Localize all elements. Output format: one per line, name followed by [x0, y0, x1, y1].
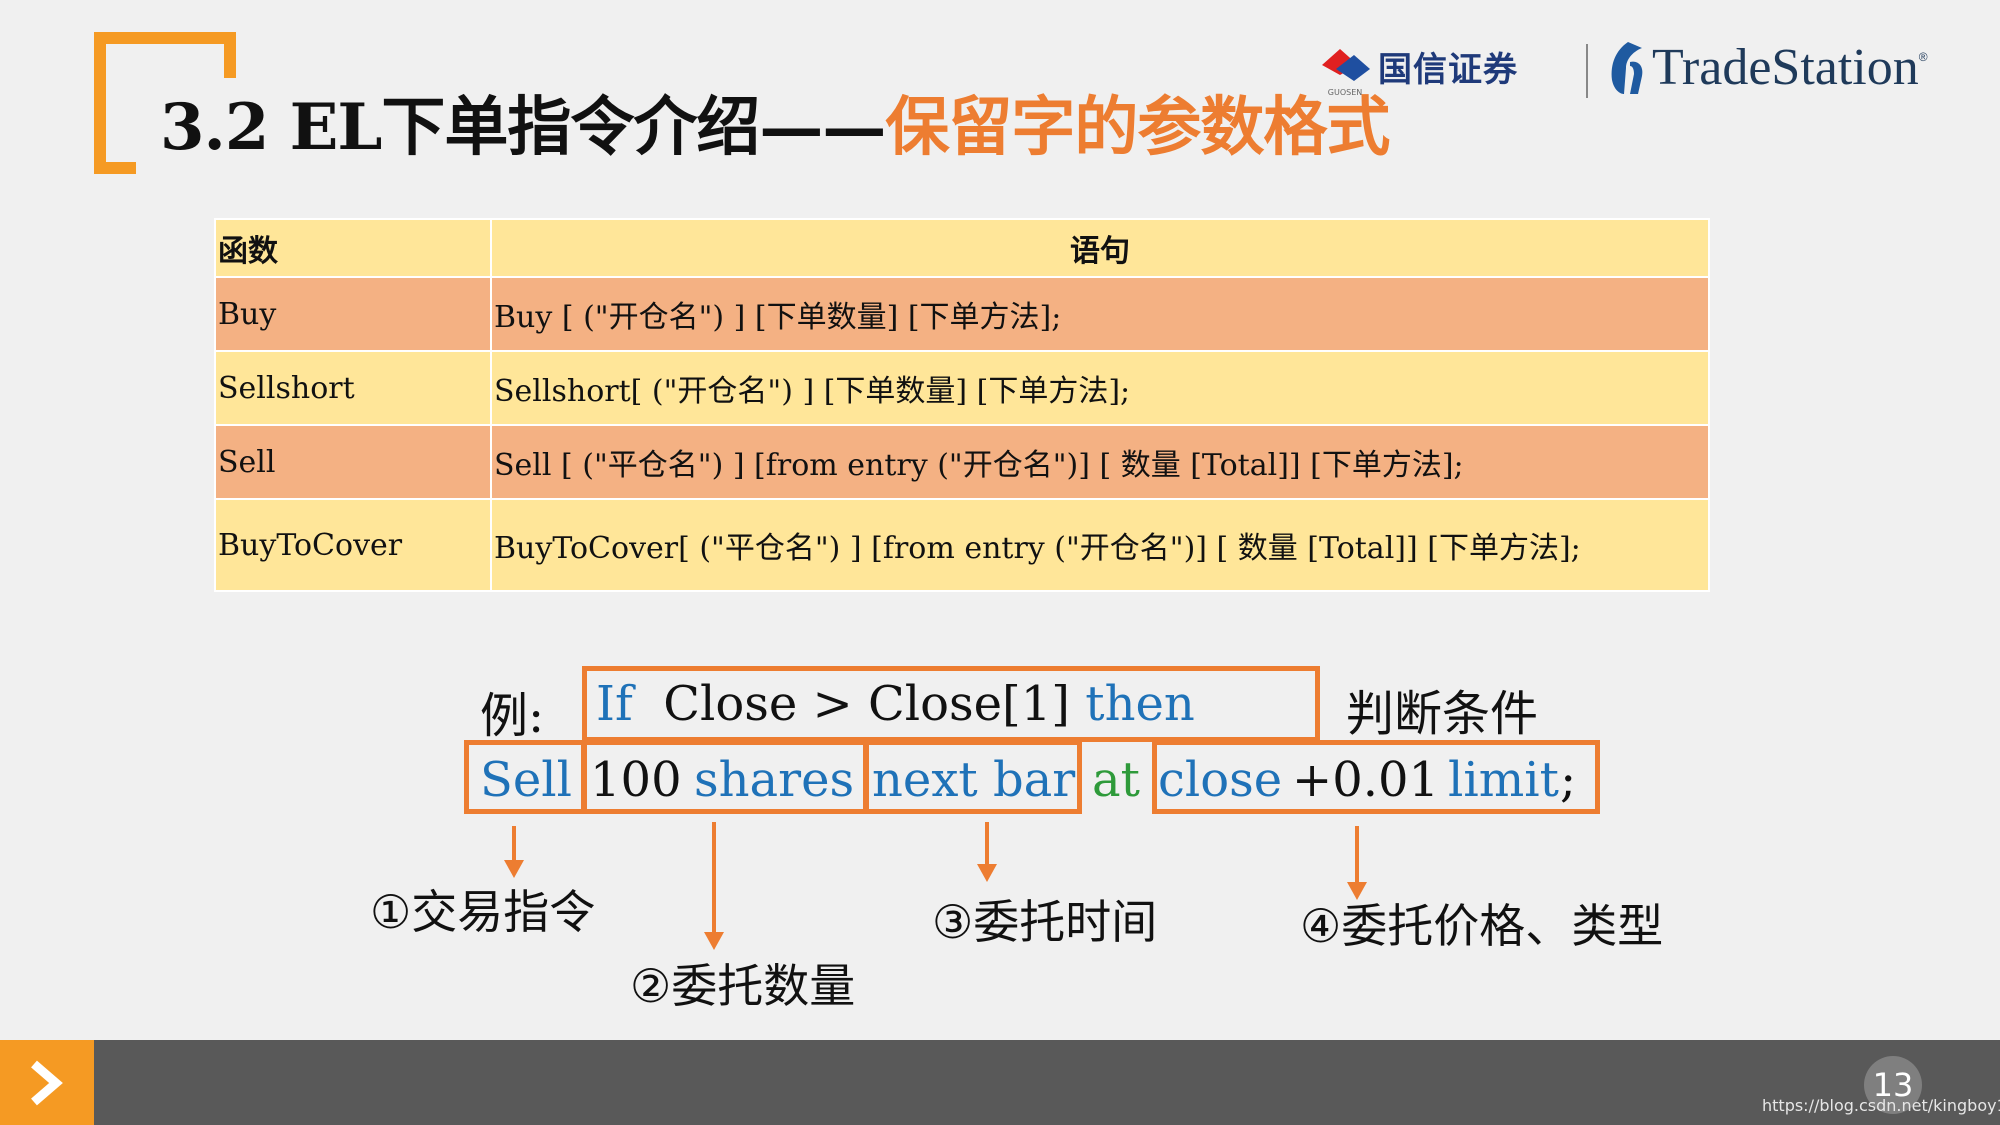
- example-label: 例:: [480, 688, 545, 744]
- table-row: Sell Sell [ ("平仓名") ] [from entry ("开仓名"…: [214, 424, 1710, 500]
- syntax-table: 函数 语句 Buy Buy [ ("开仓名") ] [下单数量] [下单方法];…: [214, 218, 1710, 592]
- table-header-row: 函数 语句: [214, 218, 1710, 278]
- guosen-logo-text: 国信证券: [1378, 50, 1518, 90]
- keyword-close: close: [1158, 752, 1283, 808]
- condition-box: [582, 666, 1320, 742]
- order-price-box: [1152, 740, 1600, 814]
- keyword-shares: shares: [694, 752, 855, 808]
- slide-title-highlight: 保留字的参数格式: [885, 90, 1390, 165]
- table-cell-statement: BuyToCover[ ("平仓名") ] [from entry ("开仓名"…: [490, 498, 1710, 592]
- logo-area: 国信证券 GUOSEN TradeStation®: [1318, 36, 1958, 104]
- condition-expression: Close > Close[1]: [663, 676, 1071, 732]
- table-cell-function: Sellshort: [214, 350, 492, 426]
- statement-terminator: ;: [1560, 752, 1577, 808]
- tradestation-logo: TradeStation®: [1608, 38, 1928, 97]
- title-bracket-bottom: [94, 162, 136, 174]
- table-cell-statement: Sellshort[ ("开仓名") ] [下单数量] [下单方法];: [490, 350, 1710, 426]
- table-cell-statement: Sell [ ("平仓名") ] [from entry ("开仓名")] [ …: [490, 424, 1710, 500]
- arrow-down-icon: [704, 932, 724, 950]
- table-header-function: 函数: [214, 218, 492, 278]
- title-bracket-top: [94, 32, 236, 44]
- guosen-logo: 国信证券 GUOSEN: [1318, 42, 1518, 97]
- keyword-then: then: [1085, 676, 1195, 732]
- slide-title-main: 3.2 EL下单指令介绍——: [160, 90, 886, 165]
- guosen-logo-icon: [1322, 48, 1370, 81]
- chevron-right-icon: [31, 1060, 63, 1106]
- order-quantity-value: 100: [590, 752, 682, 808]
- table-cell-function: BuyToCover: [214, 498, 492, 592]
- arrow-shaft-price: [1355, 826, 1359, 884]
- arrow-down-icon: [504, 860, 524, 878]
- condition-note: 判断条件: [1346, 686, 1539, 742]
- table-row: Buy Buy [ ("开仓名") ] [下单数量] [下单方法];: [214, 276, 1710, 352]
- title-bracket-right: [224, 32, 236, 78]
- arrow-shaft-time: [985, 822, 989, 866]
- example-line-condition: If Close > Close[1] then: [596, 672, 1195, 736]
- arrow-down-icon: [977, 864, 997, 882]
- keyword-at: at: [1092, 752, 1140, 808]
- order-time-box: [864, 740, 1082, 814]
- title-bracket-left: [94, 32, 106, 174]
- table-cell-function: Sell: [214, 424, 492, 500]
- source-watermark: https://blog.csdn.net/kingboy100: [1762, 1096, 2000, 1115]
- tradestation-registered-mark: ®: [1918, 50, 1928, 64]
- footer-bar: [0, 1040, 2000, 1125]
- table-header-statement: 语句: [490, 218, 1710, 278]
- page-number: 13: [1864, 1056, 1922, 1114]
- tradestation-logo-text: TradeStation: [1652, 39, 1919, 96]
- table-cell-function: Buy: [214, 276, 492, 352]
- arrow-shaft-command: [512, 826, 516, 862]
- tradestation-logo-icon: [1611, 41, 1643, 94]
- price-offset-value: +0.01: [1292, 752, 1440, 808]
- keyword-next-bar: next bar: [872, 752, 1076, 808]
- annotation-order-quantity: ②委托数量: [630, 959, 856, 1013]
- annotation-order-time: ③委托时间: [932, 895, 1158, 949]
- guosen-logo-subtext: GUOSEN: [1327, 88, 1363, 97]
- annotation-order-command: ①交易指令: [370, 885, 596, 939]
- keyword-sell: Sell: [480, 752, 572, 808]
- footer-accent-tab: [0, 1040, 94, 1125]
- arrow-shaft-quantity: [712, 822, 716, 934]
- keyword-if: If: [596, 676, 633, 732]
- logo-divider: [1586, 44, 1588, 98]
- table-row: BuyToCover BuyToCover[ ("平仓名") ] [from e…: [214, 498, 1710, 592]
- keyword-limit: limit: [1448, 752, 1559, 808]
- table-row: Sellshort Sellshort[ ("开仓名") ] [下单数量] [下…: [214, 350, 1710, 426]
- table-cell-statement: Buy [ ("开仓名") ] [下单数量] [下单方法];: [490, 276, 1710, 352]
- arrow-down-icon: [1347, 882, 1367, 900]
- slide-title: 3.2 EL下单指令介绍——保留字的参数格式: [160, 96, 1390, 160]
- annotation-order-price-type: ④委托价格、类型: [1300, 899, 1664, 953]
